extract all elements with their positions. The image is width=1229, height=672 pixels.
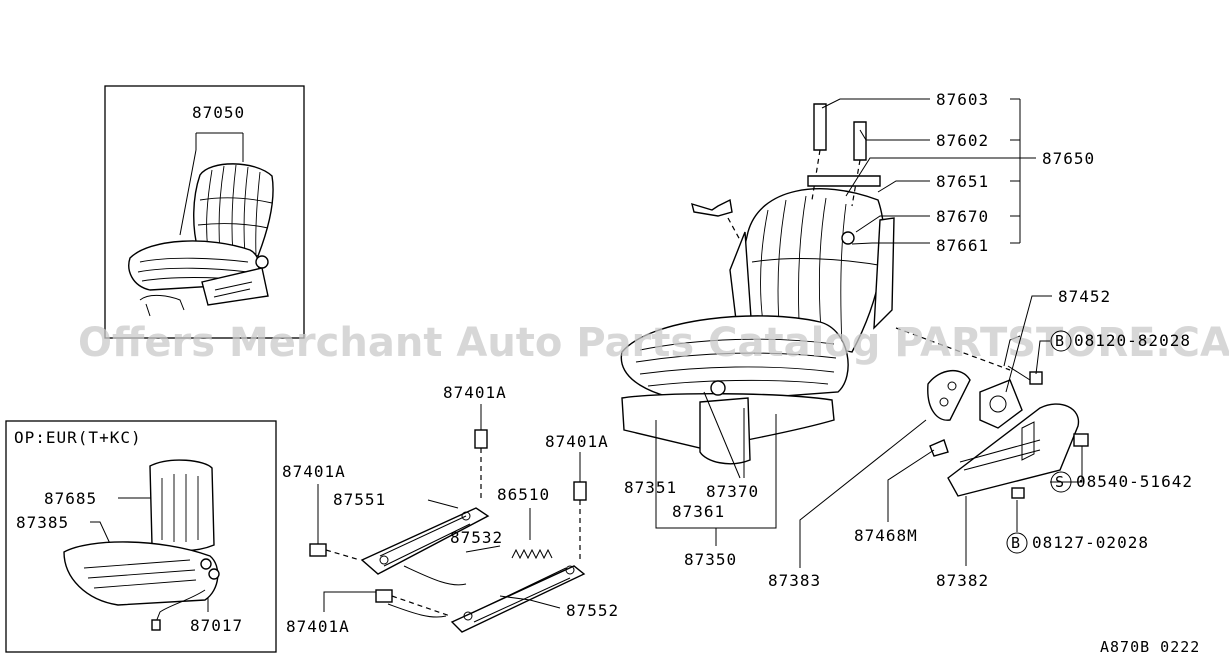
label-08127-02028: 08127-02028 — [1032, 533, 1149, 552]
label-87370: 87370 — [706, 482, 759, 501]
label-86510: 86510 — [497, 485, 550, 504]
leader-87050 — [179, 132, 244, 236]
slide-rails-illustration — [309, 429, 587, 633]
inset-complete-seat-frame — [104, 85, 305, 339]
label-87661: 87661 — [936, 236, 989, 255]
main-seat-illustration — [620, 103, 1011, 465]
label-87602: 87602 — [936, 131, 989, 150]
label-87401A-bottom: 87401A — [286, 617, 350, 636]
figure-code: A870B 0222 — [1100, 638, 1200, 656]
label-87651: 87651 — [936, 172, 989, 191]
bolt-symbol-b2-icon — [1006, 532, 1028, 554]
option-title: OP:EUR(T+KC) — [14, 428, 142, 447]
label-87551: 87551 — [333, 490, 386, 509]
label-87532: 87532 — [450, 528, 503, 547]
label-87401A-left: 87401A — [282, 462, 346, 481]
label-87361: 87361 — [672, 502, 725, 521]
watermark: Offers Merchant Auto Parts Catalog PARTS… — [78, 320, 1229, 366]
label-87350: 87350 — [684, 550, 737, 569]
heater-pad-illustration — [63, 459, 220, 631]
inset-complete-seat: 87050 — [104, 85, 305, 339]
label-87351: 87351 — [624, 478, 677, 497]
bolt-symbol-b-icon — [1050, 330, 1072, 352]
recliner-mechanism-illustration — [927, 335, 1089, 499]
label-87050: 87050 — [192, 103, 245, 122]
label-87552: 87552 — [566, 601, 619, 620]
label-08120-82028: 08120-82028 — [1074, 331, 1191, 350]
callouts: 87603 87602 87650 87651 87670 87661 8745… — [282, 90, 1200, 656]
label-87685: 87685 — [44, 489, 97, 508]
label-87401A-top: 87401A — [443, 383, 507, 402]
label-87670: 87670 — [936, 207, 989, 226]
leader-lines — [317, 98, 1083, 612]
label-08540-51642: 08540-51642 — [1076, 472, 1193, 491]
label-87468M: 87468M — [854, 526, 918, 545]
symbol-08120: B — [1055, 332, 1065, 350]
label-87385: 87385 — [16, 513, 69, 532]
label-87382: 87382 — [936, 571, 989, 590]
label-87383: 87383 — [768, 571, 821, 590]
label-87017: 87017 — [190, 616, 243, 635]
label-87401A-right: 87401A — [545, 432, 609, 451]
inset-option: OP:EUR(T+KC) 87685 87385 87017 — [5, 420, 277, 653]
label-87603: 87603 — [936, 90, 989, 109]
symbol-08127: B — [1011, 534, 1021, 552]
seat-illustration-small — [128, 163, 274, 317]
label-87650: 87650 — [1042, 149, 1095, 168]
label-87452: 87452 — [1058, 287, 1111, 306]
inset-option-frame — [5, 420, 277, 653]
